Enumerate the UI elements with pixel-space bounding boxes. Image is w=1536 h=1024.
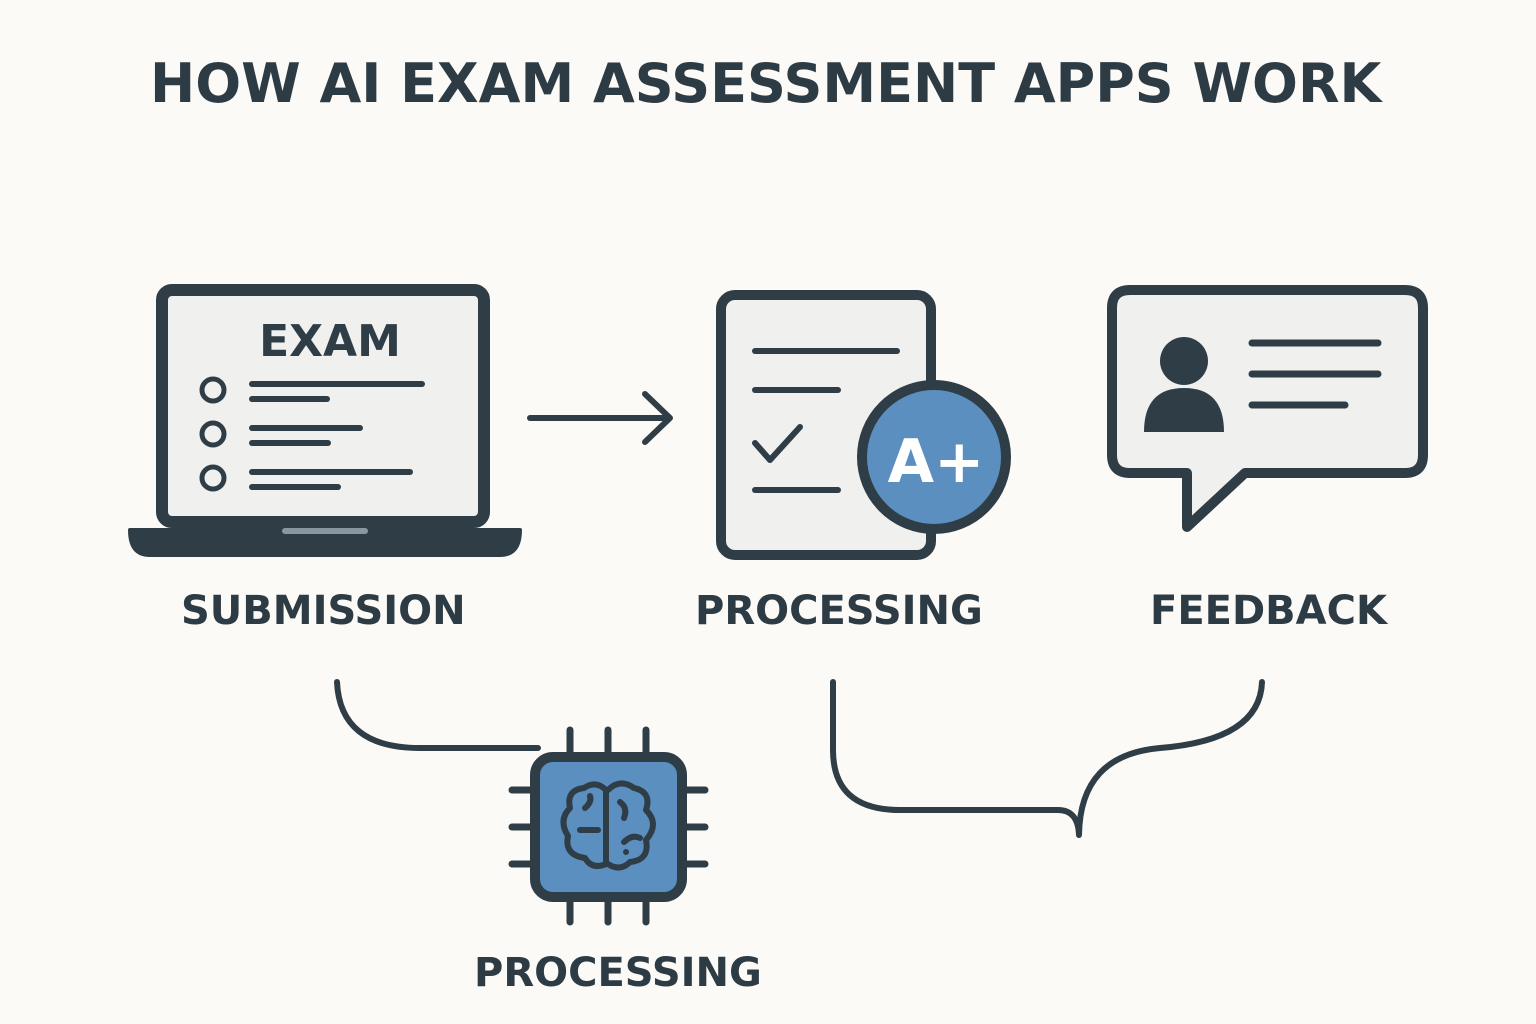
arrow-icon (527, 391, 673, 445)
chat-bubble-user-icon (1107, 285, 1428, 532)
grade-badge: A+ (888, 427, 985, 497)
laptop-exam-icon (128, 284, 522, 557)
graded-document-icon (716, 290, 1011, 560)
connector-lines (334, 679, 1265, 838)
feedback-label: FEEDBACK (1150, 588, 1387, 634)
processing-label: PROCESSING (695, 588, 983, 634)
exam-heading: EXAM (259, 316, 401, 367)
submission-label: SUBMISSION (181, 588, 466, 634)
ai-processing-label: PROCESSING (474, 950, 762, 996)
ai-chip-brain-icon (508, 726, 709, 926)
page-title: HOW AI EXAM ASSESSMENT APPS WORK (150, 52, 1382, 115)
